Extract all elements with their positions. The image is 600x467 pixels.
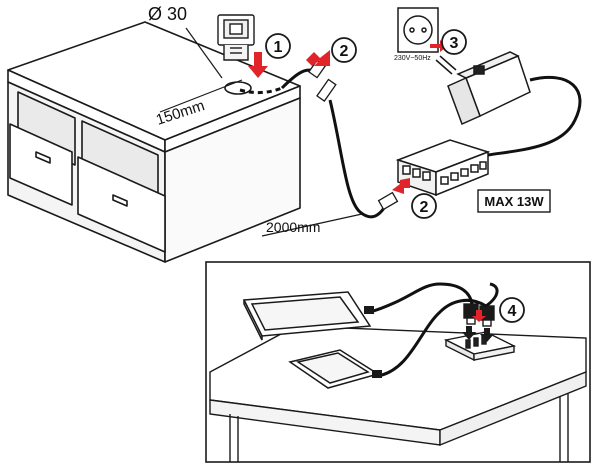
svg-text:4: 4 xyxy=(508,303,517,320)
phone-cable-plug xyxy=(372,370,382,378)
arrow-step-1 xyxy=(248,52,268,78)
extension-cable xyxy=(328,99,388,219)
max-power-label: MAX 13W xyxy=(484,194,544,209)
step-badge-4: 4 xyxy=(499,297,525,323)
step-badge-3: 3 xyxy=(441,29,467,55)
cable-connector-top xyxy=(307,59,337,102)
diameter-leader-line xyxy=(185,27,223,79)
usb-cable-loop xyxy=(485,282,499,308)
hidden-cable-segment xyxy=(239,86,283,95)
adapter-cable xyxy=(487,75,582,157)
desk-socket-unit xyxy=(217,14,255,61)
step-badge-2-bottom: 2 xyxy=(411,193,437,219)
usb-charging-module xyxy=(443,331,517,362)
step-badge-1: 1 xyxy=(265,33,291,59)
cable-length-leader xyxy=(261,213,363,237)
max-power-badge: MAX 13W xyxy=(477,189,551,213)
power-adapter xyxy=(435,51,531,126)
svg-text:3: 3 xyxy=(450,35,459,52)
arrow-step-2-bottom xyxy=(392,178,410,194)
voltage-label: 230V~50Hz xyxy=(394,55,431,62)
desk-cabinet xyxy=(7,21,301,263)
hole-diameter-label: Ø 30 xyxy=(148,4,187,24)
arrow-step-2-top xyxy=(306,50,330,66)
tablet-cable-plug xyxy=(364,306,374,314)
phone-device xyxy=(288,349,380,389)
cable-connector-bottom xyxy=(377,191,399,211)
tablet-cable xyxy=(369,282,474,314)
power-distributor xyxy=(395,139,491,197)
arrows-step-4 xyxy=(462,310,494,342)
cable-length-label: 2000mm xyxy=(266,219,320,235)
svg-text:1: 1 xyxy=(274,39,283,56)
svg-text:2: 2 xyxy=(340,43,349,60)
phone-cable xyxy=(377,298,487,378)
step-badge-2-top: 2 xyxy=(331,37,357,63)
tablet-device xyxy=(242,291,372,341)
svg-text:2: 2 xyxy=(420,199,429,216)
